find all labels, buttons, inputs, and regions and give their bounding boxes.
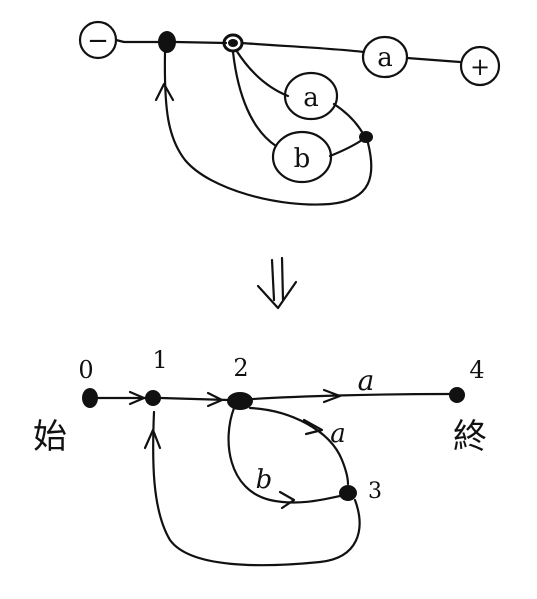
bottom-state-diagram: 0 1 2 3 4 始 終 a a b: [33, 346, 487, 567]
edge-2-3-lower-symbol: b: [256, 465, 273, 495]
transform-arrow: [256, 256, 298, 310]
state-node-2: [227, 392, 253, 410]
start-terminal-symbol: −: [87, 26, 109, 56]
state-label-4: 4: [469, 356, 484, 384]
end-terminal-symbol: +: [470, 53, 490, 81]
loop-a-circle: [283, 71, 339, 121]
state-node-0: [82, 388, 98, 408]
loop-b-symbol: b: [294, 144, 311, 174]
edge-node2-loop-a: [234, 48, 290, 98]
edge-node2-a: [240, 41, 366, 54]
return-arrowhead: [154, 82, 175, 102]
loop-a-symbol: a: [303, 83, 319, 113]
edge-return-loop: [163, 50, 373, 206]
state-label-0: 0: [78, 356, 93, 384]
state-label-2: 2: [233, 354, 248, 382]
top-node-3: [359, 131, 373, 143]
edge-node2-loop-b: [231, 50, 278, 148]
edge-2-3-upper-symbol: a: [330, 419, 346, 449]
top-a-symbol: a: [377, 43, 393, 73]
end-terminal-circle: [459, 45, 501, 87]
edge-2-4-symbol: a: [358, 364, 375, 397]
state-label-3: 3: [368, 479, 382, 504]
edge-1-2: [159, 396, 230, 402]
edge-2-4: [251, 392, 452, 401]
edge-loop-b-node3: [328, 138, 364, 158]
top-syntax-diagram: − a + a b: [78, 20, 501, 206]
state-node-3: [339, 485, 357, 501]
edge-2-3-upper: [248, 406, 350, 486]
edge-2-3-lower: [227, 406, 342, 504]
edge-3-1-return: [152, 410, 361, 567]
end-kanji-label: 終: [453, 417, 487, 457]
state-label-1: 1: [152, 346, 167, 374]
edge-loop-a-node3: [332, 102, 364, 134]
state-node-4: [449, 387, 465, 403]
edge-node1-node2: [174, 40, 228, 45]
start-kanji-label: 始: [33, 417, 67, 457]
edge-a-end: [405, 56, 462, 64]
loop-b-circle: [271, 130, 333, 184]
top-node-1: [158, 31, 176, 53]
edge-start-node1: [114, 38, 162, 44]
state-node-1: [145, 390, 161, 406]
